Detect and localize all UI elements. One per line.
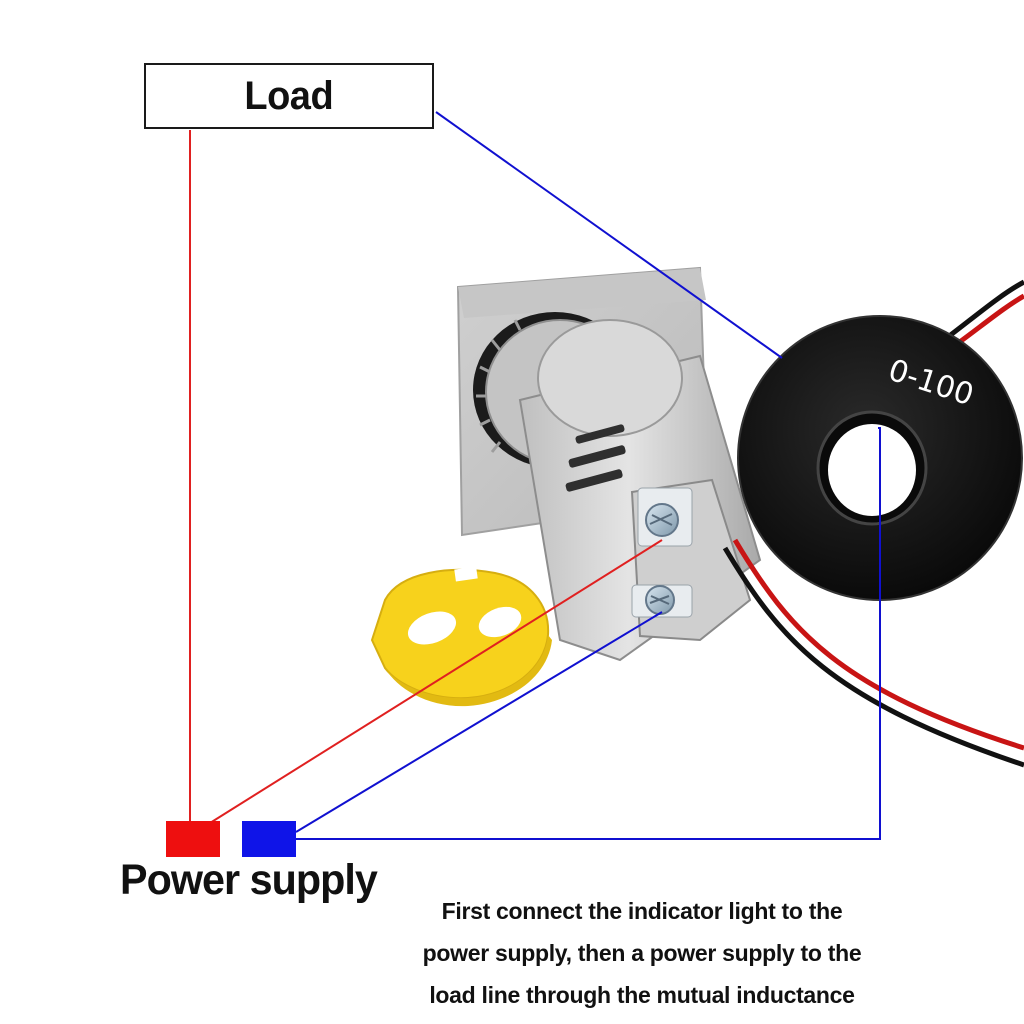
live-wire-indicator [209,539,663,824]
load-label: Load [244,73,334,118]
power-live-terminal [166,821,220,857]
wiring-lines [189,111,881,840]
neutral-wire-indicator [295,611,663,833]
load-box: Load [144,63,434,129]
instruction-line-1: First connect the indicator light to the [441,898,843,924]
neutral-wire-ct [296,427,881,840]
instruction-line-2: power supply, then a power supply to the [422,940,862,966]
power-supply-label: Power supply [120,856,378,904]
indicator-light-icon [456,266,1024,768]
instruction-note: First connect the indicator light to the… [392,890,892,1016]
neutral-wire-load [435,111,783,359]
mounting-wrench-icon [370,566,552,707]
instruction-line-3: load line through the mutual inductance [429,982,855,1008]
power-neutral-terminal [242,821,296,857]
